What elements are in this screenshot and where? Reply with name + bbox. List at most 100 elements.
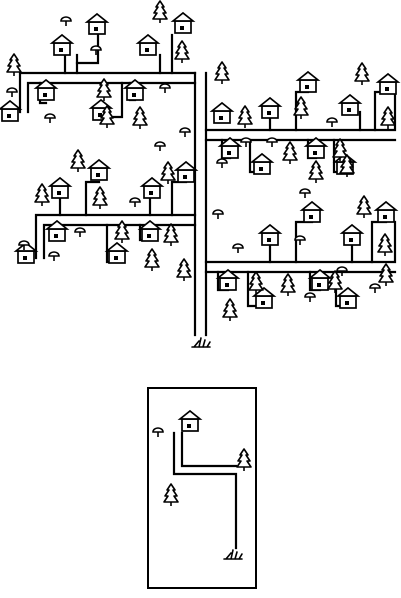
tree-icon	[96, 78, 112, 101]
house-icon	[303, 136, 329, 159]
tree-icon	[377, 233, 393, 256]
inset-route	[180, 431, 238, 468]
tree-icon	[222, 298, 238, 321]
tree-icon	[339, 154, 355, 177]
road-branch-left-middle	[84, 180, 101, 217]
tree-icon	[6, 53, 22, 76]
mushroom-icon	[240, 137, 252, 147]
houses	[177, 409, 203, 432]
house-icon	[257, 223, 283, 246]
house-icon	[47, 176, 73, 199]
mushroom-icon	[6, 87, 18, 97]
house-icon	[249, 152, 275, 175]
mushroom-icon	[179, 127, 191, 137]
mushroom-icon	[48, 251, 60, 261]
mushroom-icon	[304, 292, 316, 302]
houses	[0, 11, 401, 309]
road-branch-left-middle	[34, 213, 197, 260]
trees	[6, 0, 396, 321]
house-icon	[215, 268, 241, 291]
tree-icon	[356, 195, 372, 218]
road-branch-top-left	[18, 71, 197, 114]
tree-icon	[114, 220, 130, 243]
tree-icon	[236, 448, 252, 471]
mushroom-icon	[369, 283, 381, 293]
mushroom-icon	[129, 197, 141, 207]
house-icon	[251, 286, 277, 309]
house-icon	[373, 200, 399, 223]
house-icon	[257, 96, 283, 119]
tree-icon	[144, 248, 160, 271]
mushroom-icon	[60, 16, 72, 26]
house-icon	[299, 200, 325, 223]
inset-map	[147, 387, 257, 589]
tree-icon	[214, 61, 230, 84]
mushroom-icon	[216, 158, 228, 168]
tree-icon	[237, 105, 253, 128]
tree-icon	[354, 62, 370, 85]
house-icon	[84, 12, 110, 35]
mushroom-icon	[154, 141, 166, 151]
house-icon	[135, 33, 161, 56]
inset-route	[172, 431, 238, 550]
tree-icon	[92, 186, 108, 209]
tree-icon	[160, 161, 176, 184]
mushroom-icon	[336, 266, 348, 276]
mushrooms	[6, 16, 381, 302]
house-icon	[137, 219, 163, 242]
tree-icon	[163, 223, 179, 246]
house-icon	[337, 93, 363, 116]
road-branch-right-lower	[294, 220, 314, 264]
mushroom-icon	[159, 83, 171, 93]
tree-icon	[248, 271, 264, 294]
house-icon	[335, 286, 361, 309]
house-icon	[122, 78, 148, 101]
road-network	[18, 33, 397, 337]
mushroom-icon	[326, 117, 338, 127]
house-icon	[209, 101, 235, 124]
house-icon	[33, 78, 59, 101]
road-branch-top-left	[75, 33, 100, 65]
house-icon	[173, 160, 199, 183]
tree-icon	[163, 483, 179, 506]
house-icon	[339, 223, 365, 246]
mushroom-icon	[294, 235, 306, 245]
tree-icon	[34, 183, 50, 206]
house-icon	[104, 241, 130, 264]
house-icon	[217, 136, 243, 159]
house-icon	[0, 99, 23, 122]
mushroom-icon	[90, 45, 102, 55]
house-icon	[375, 72, 401, 95]
house-icon	[49, 33, 75, 56]
mushroom-icon	[299, 188, 311, 198]
house-icon	[13, 241, 39, 264]
house-icon	[44, 219, 70, 242]
grass-tuft-icon	[191, 337, 211, 348]
mushroom-icon	[266, 137, 278, 147]
tree-icon	[70, 149, 86, 172]
house-icon	[307, 268, 333, 291]
mushroom-icon	[212, 209, 224, 219]
tree-icon	[174, 40, 190, 63]
mushroom-icon	[18, 240, 30, 250]
mushroom-icon	[44, 113, 56, 123]
house-icon	[170, 11, 196, 34]
house-icon	[139, 176, 165, 199]
house-icon	[86, 158, 112, 181]
tree-icon	[308, 160, 324, 183]
trees	[163, 448, 252, 506]
tree-icon	[280, 273, 296, 296]
tree-icon	[176, 258, 192, 281]
mushrooms	[152, 427, 164, 437]
mushroom-icon	[74, 227, 86, 237]
tree-icon	[293, 96, 309, 119]
tree-icon	[152, 0, 168, 23]
house-icon	[177, 409, 203, 432]
tree-icon	[282, 141, 298, 164]
tree-icon	[99, 105, 115, 128]
grass-tuft-icon	[223, 549, 243, 560]
mushroom-icon	[152, 427, 164, 437]
house-icon	[295, 70, 321, 93]
